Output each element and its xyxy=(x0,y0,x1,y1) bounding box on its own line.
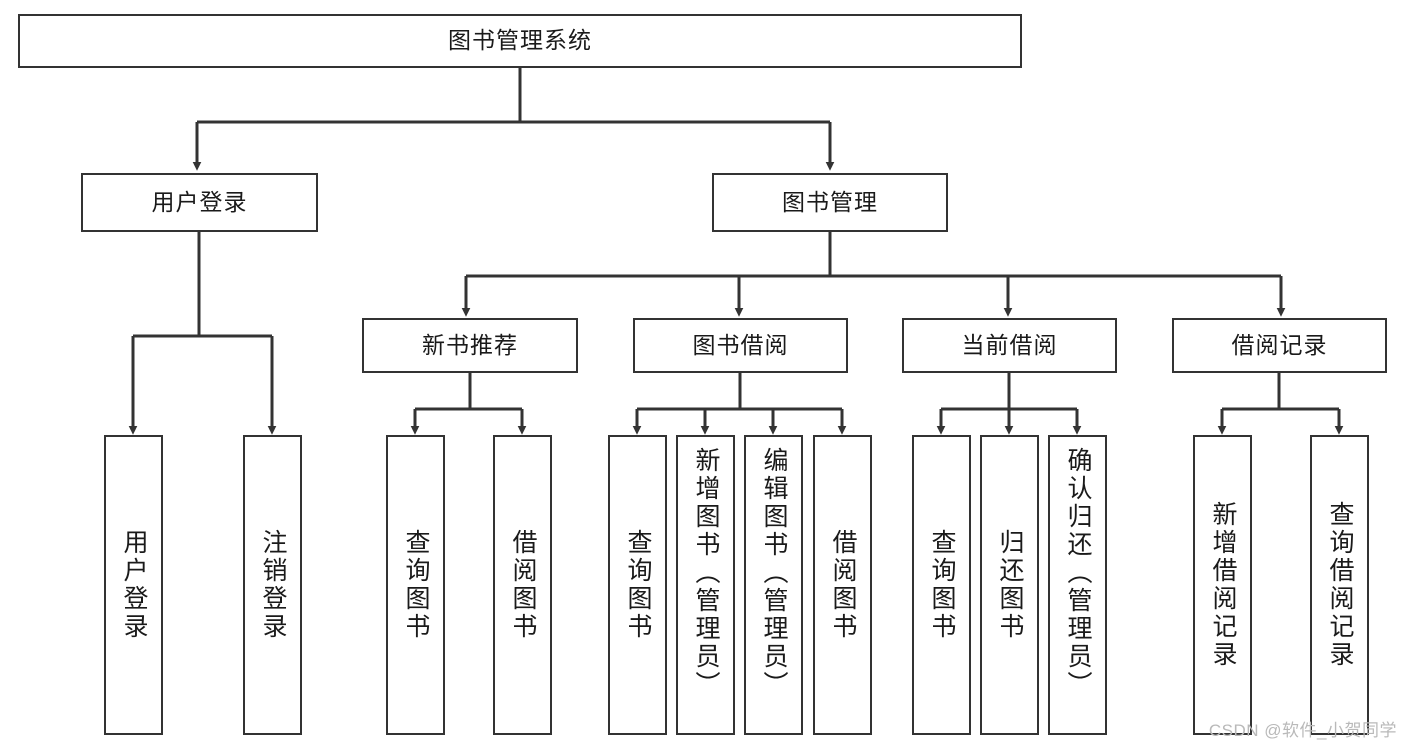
leaf-borrow-records-query-record[interactable]: 查询借阅记录 xyxy=(1310,435,1369,735)
leaf-user-login-login[interactable]: 用户登录 xyxy=(104,435,163,735)
node-new-book-recommend[interactable]: 新书推荐 xyxy=(362,318,578,373)
node-label: 图书管理 xyxy=(782,188,878,215)
node-label: 归还图书 xyxy=(996,529,1024,641)
node-label: 查询图书 xyxy=(624,529,652,641)
leaf-user-login-logout[interactable]: 注销登录 xyxy=(243,435,302,735)
leaf-book-borrow-query-book[interactable]: 查询图书 xyxy=(608,435,667,735)
leaf-new-book-borrow-book[interactable]: 借阅图书 xyxy=(493,435,552,735)
node-label: 当前借阅 xyxy=(961,331,1058,358)
node-current-borrow[interactable]: 当前借阅 xyxy=(902,318,1117,373)
node-label: 新增图书（管理员） xyxy=(692,447,720,699)
leaf-book-borrow-borrow-book[interactable]: 借阅图书 xyxy=(813,435,872,735)
leaf-current-borrow-query-book[interactable]: 查询图书 xyxy=(912,435,971,735)
node-book-management[interactable]: 图书管理 xyxy=(712,173,948,232)
leaf-new-book-query-book[interactable]: 查询图书 xyxy=(386,435,445,735)
leaf-current-borrow-confirm-return-admin[interactable]: 确认归还（管理员） xyxy=(1048,435,1107,735)
node-label: 用户登录 xyxy=(151,188,248,215)
leaf-book-borrow-edit-book-admin[interactable]: 编辑图书（管理员） xyxy=(744,435,803,735)
node-label: 借阅记录 xyxy=(1231,331,1328,358)
node-user-login[interactable]: 用户登录 xyxy=(81,173,318,232)
csdn-watermark: CSDN @软件_小贺同学 xyxy=(1208,721,1397,740)
leaf-book-borrow-add-book-admin[interactable]: 新增图书（管理员） xyxy=(676,435,735,735)
node-label: 图书管理系统 xyxy=(448,27,592,54)
node-root-book-management-system[interactable]: 图书管理系统 xyxy=(18,14,1022,68)
node-label: 新书推荐 xyxy=(422,331,518,358)
node-label: 新增借阅记录 xyxy=(1209,501,1237,669)
node-label: 图书借阅 xyxy=(692,331,789,358)
node-book-borrow[interactable]: 图书借阅 xyxy=(633,318,848,373)
node-label: 编辑图书（管理员） xyxy=(760,447,788,699)
leaf-current-borrow-return-book[interactable]: 归还图书 xyxy=(980,435,1039,735)
node-borrow-records[interactable]: 借阅记录 xyxy=(1172,318,1387,373)
node-label: 查询图书 xyxy=(402,529,430,641)
node-label: 查询借阅记录 xyxy=(1326,501,1354,669)
node-label: 借阅图书 xyxy=(509,529,537,641)
node-label: 用户登录 xyxy=(120,529,148,641)
node-label: 查询图书 xyxy=(928,529,956,641)
node-label: 借阅图书 xyxy=(829,529,857,641)
node-label: 确认归还（管理员） xyxy=(1064,447,1092,699)
leaf-borrow-records-add-record[interactable]: 新增借阅记录 xyxy=(1193,435,1252,735)
node-label: 注销登录 xyxy=(259,529,287,641)
